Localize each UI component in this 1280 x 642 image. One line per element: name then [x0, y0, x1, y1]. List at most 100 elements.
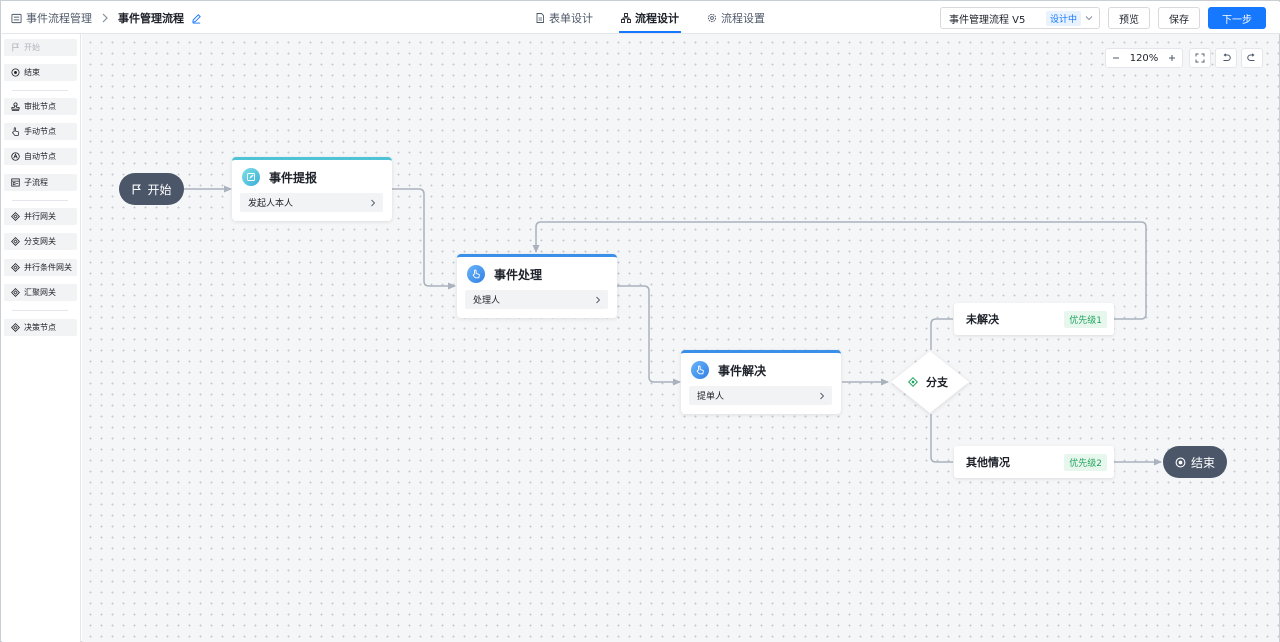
- tab-label: 表单设计: [549, 12, 593, 25]
- palette-item-decision[interactable]: 决策节点: [4, 319, 77, 336]
- edit-icon: [242, 168, 260, 186]
- zoom-in-button[interactable]: [1162, 49, 1182, 67]
- hand-icon: [691, 361, 709, 379]
- diamond-icon: [11, 323, 20, 332]
- node-palette: 开始 结束 审批节点 手动节点 自动节点 子流程 并行网关: [2, 34, 81, 642]
- node-title: 事件提报: [269, 170, 318, 185]
- chevron-down-icon: [1085, 16, 1093, 21]
- palette-item-parallel-condition-gateway[interactable]: 并行条件网关: [4, 259, 77, 276]
- palette-item-branch-gateway[interactable]: 分支网关: [4, 233, 77, 250]
- task-node-report[interactable]: 事件提报 发起人本人: [232, 157, 392, 221]
- palette-item-label: 自动节点: [24, 152, 56, 161]
- hand-icon: [12, 127, 20, 136]
- palette-item-label: 子流程: [24, 178, 48, 187]
- breadcrumb-root[interactable]: 事件流程管理: [26, 12, 92, 25]
- chevron-right-icon: [371, 199, 376, 206]
- list-icon: [11, 13, 22, 23]
- robot-icon: [11, 152, 20, 161]
- flow-edges: [184, 185, 1162, 466]
- tab-form-design[interactable]: 表单设计: [535, 2, 593, 34]
- palette-item-approval[interactable]: 审批节点: [4, 98, 77, 115]
- node-assignee-field[interactable]: 提单人: [689, 386, 832, 405]
- gateway-title: 分支: [926, 376, 948, 389]
- undo-icon: [1223, 53, 1231, 61]
- fullscreen-icon: [1195, 53, 1205, 63]
- node-assignee-field[interactable]: 处理人: [465, 290, 608, 309]
- end-node[interactable]: 结束: [1163, 446, 1227, 478]
- palette-item-merge-gateway[interactable]: 汇聚网关: [4, 284, 77, 301]
- tab-label: 流程设计: [635, 12, 679, 25]
- gateway-label: 分支: [908, 374, 948, 390]
- palette-item-parallel-gateway[interactable]: 并行网关: [4, 208, 77, 225]
- palette-item-end[interactable]: 结束: [4, 64, 77, 81]
- node-title: 事件解决: [718, 363, 767, 378]
- end-circle-icon: [1175, 457, 1186, 467]
- node-header: 事件解决: [691, 360, 766, 380]
- palette-item-label: 开始: [24, 43, 40, 52]
- tab-flow-design[interactable]: 流程设计: [619, 2, 681, 34]
- start-node[interactable]: 开始: [119, 173, 184, 205]
- palette-item-label: 分支网关: [24, 237, 56, 246]
- branch-gateway[interactable]: 分支: [890, 350, 970, 414]
- hand-icon: [467, 265, 485, 283]
- flow-canvas[interactable]: 120% 开始: [82, 34, 1279, 642]
- redo-button[interactable]: [1241, 48, 1263, 68]
- breadcrumb: 事件流程管理 事件管理流程: [11, 2, 202, 34]
- palette-divider: [12, 200, 68, 201]
- gear-icon: [707, 13, 717, 23]
- zoom-level: 120%: [1129, 52, 1159, 64]
- preview-button[interactable]: 预览: [1108, 7, 1150, 29]
- start-node-label: 开始: [147, 182, 172, 197]
- palette-item-label: 决策节点: [24, 323, 56, 332]
- condition-other[interactable]: 其他情况 优先级2: [954, 446, 1114, 478]
- chevron-right-icon: [102, 13, 108, 23]
- palette-item-label: 并行条件网关: [24, 263, 72, 272]
- node-assignee-field[interactable]: 发起人本人: [240, 193, 383, 212]
- palette-item-start[interactable]: 开始: [4, 39, 77, 56]
- save-button[interactable]: 保存: [1158, 7, 1200, 29]
- priority-badge: 优先级2: [1064, 453, 1107, 471]
- undo-button[interactable]: [1215, 48, 1237, 68]
- edge-unresolved-loop-back: [532, 221, 1147, 320]
- diamond-icon: [11, 212, 20, 221]
- palette-item-manual[interactable]: 手动节点: [4, 123, 77, 140]
- tab-label: 流程设置: [721, 12, 765, 25]
- breadcrumb-current: 事件管理流程: [118, 12, 184, 25]
- zoom-out-button[interactable]: [1106, 49, 1126, 67]
- palette-divider: [12, 310, 68, 311]
- redo-icon: [1247, 53, 1255, 61]
- edit-pencil-icon[interactable]: [191, 13, 202, 24]
- palette-item-subflow[interactable]: 子流程: [4, 174, 77, 191]
- task-node-handle[interactable]: 事件处理 处理人: [457, 254, 617, 318]
- flow-icon: [621, 13, 631, 23]
- palette-divider: [12, 90, 68, 91]
- task-node-resolve[interactable]: 事件解决 提单人: [681, 350, 841, 414]
- condition-unresolved[interactable]: 未解决 优先级1: [954, 303, 1114, 335]
- end-node-label: 结束: [1190, 455, 1215, 470]
- node-header: 事件处理: [467, 264, 542, 284]
- diamond-icon: [11, 263, 20, 272]
- condition-title: 其他情况: [966, 456, 1010, 469]
- palette-item-label: 汇聚网关: [24, 288, 56, 297]
- node-assignee: 提单人: [697, 392, 725, 402]
- edge-gateway-to-other: [930, 414, 953, 463]
- chevron-right-icon: [820, 392, 825, 399]
- fit-view-button[interactable]: [1189, 48, 1211, 68]
- edge-report-to-handle: [392, 188, 456, 290]
- gateway-diamond: [891, 351, 969, 413]
- branch-diamond-icon: [908, 377, 918, 387]
- version-select[interactable]: 事件管理流程 V5 设计中: [940, 7, 1100, 29]
- palette-item-auto[interactable]: 自动节点: [4, 148, 77, 165]
- node-title: 事件处理: [494, 267, 543, 282]
- next-step-button[interactable]: 下一步: [1208, 7, 1266, 29]
- canvas-toolbar: 120%: [1105, 48, 1267, 68]
- palette-item-label: 审批节点: [24, 102, 56, 111]
- diamond-icon: [11, 237, 20, 246]
- plus-icon: [1169, 55, 1175, 61]
- main-tabs: 表单设计 流程设计 流程设置: [535, 2, 793, 34]
- chevron-right-icon: [596, 296, 601, 303]
- subflow-icon: [11, 178, 20, 187]
- tab-flow-settings[interactable]: 流程设置: [707, 2, 765, 34]
- condition-title: 未解决: [966, 313, 999, 326]
